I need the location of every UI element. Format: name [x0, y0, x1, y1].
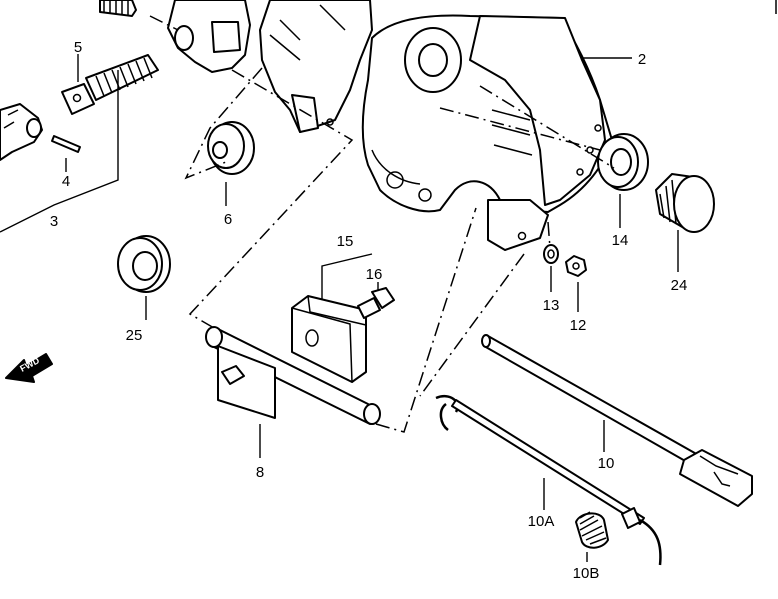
bushing-part-25 — [117, 235, 171, 293]
callout-2: 2 — [638, 51, 646, 68]
callout-6: 6 — [224, 211, 232, 228]
callout-5: 5 — [74, 39, 82, 56]
lever-part-3 — [0, 103, 43, 161]
callout-labels: 2 3 4 5 6 8 10 10A 10B 12 13 14 15 16 24… — [50, 39, 688, 582]
fwd-direction-arrow: FWD — [5, 353, 53, 383]
grommet-part-6 — [207, 121, 255, 175]
callout-16: 16 — [366, 266, 383, 283]
callout-15: 15 — [337, 233, 354, 250]
callout-24: 24 — [671, 277, 688, 294]
nut-part-12 — [565, 255, 587, 277]
callout-10a: 10A — [528, 513, 555, 530]
upper-swivel-bracket — [99, 0, 373, 133]
callout-10b: 10B — [573, 565, 600, 582]
callout-10: 10 — [598, 455, 615, 472]
spring-part-10b — [575, 511, 609, 549]
washer-part-13 — [543, 244, 559, 264]
nut-part-14 — [597, 133, 649, 191]
stopper-block-part-15 — [291, 295, 367, 383]
rod-part-10a — [435, 395, 662, 566]
callout-13: 13 — [543, 297, 560, 314]
callout-25: 25 — [126, 327, 143, 344]
pin-part-4 — [51, 135, 81, 153]
callout-leaders — [0, 54, 679, 562]
shaft-part-8 — [205, 326, 381, 425]
clamp-bracket-part-2 — [361, 14, 613, 251]
callout-12: 12 — [570, 317, 587, 334]
plug-part-24 — [655, 173, 715, 233]
callout-3: 3 — [50, 213, 58, 230]
callout-8: 8 — [256, 464, 264, 481]
rod-part-10 — [481, 334, 753, 507]
bolt-part-16 — [357, 287, 395, 319]
adjust-bolt-part-5 — [61, 54, 159, 115]
assembly-outline-lines — [149, 15, 615, 433]
callout-14: 14 — [612, 232, 629, 249]
callout-4: 4 — [62, 173, 70, 190]
